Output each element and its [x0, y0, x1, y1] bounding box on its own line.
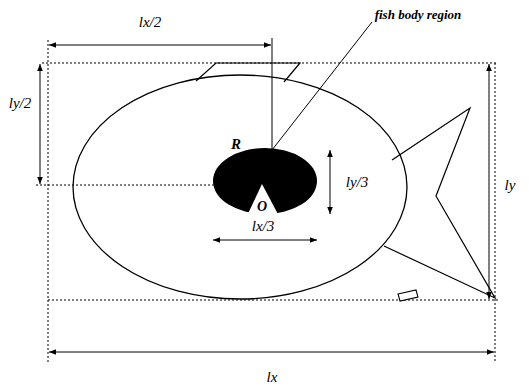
callout-label: fish body region	[373, 7, 464, 22]
dimension-lines	[40, 38, 494, 352]
region-notch	[246, 184, 280, 218]
dimension-label: ly/2	[7, 95, 34, 112]
point-label: O	[255, 199, 269, 215]
dimension-label: lx/3	[250, 218, 277, 235]
pelvic-fin	[398, 290, 418, 301]
body-region-blob	[213, 148, 317, 214]
point-label: R	[229, 136, 243, 153]
dimension-label: lx	[265, 369, 280, 386]
tail-fin	[384, 108, 495, 298]
dotted-guides	[36, 40, 498, 362]
dimension-label: ly	[503, 177, 518, 194]
dimension-label: lx/2	[137, 14, 164, 31]
dorsal-fin	[196, 63, 300, 82]
leader-line	[272, 22, 372, 150]
fish-body-outline	[73, 75, 407, 299]
dimension-label: ly/3	[344, 174, 371, 191]
